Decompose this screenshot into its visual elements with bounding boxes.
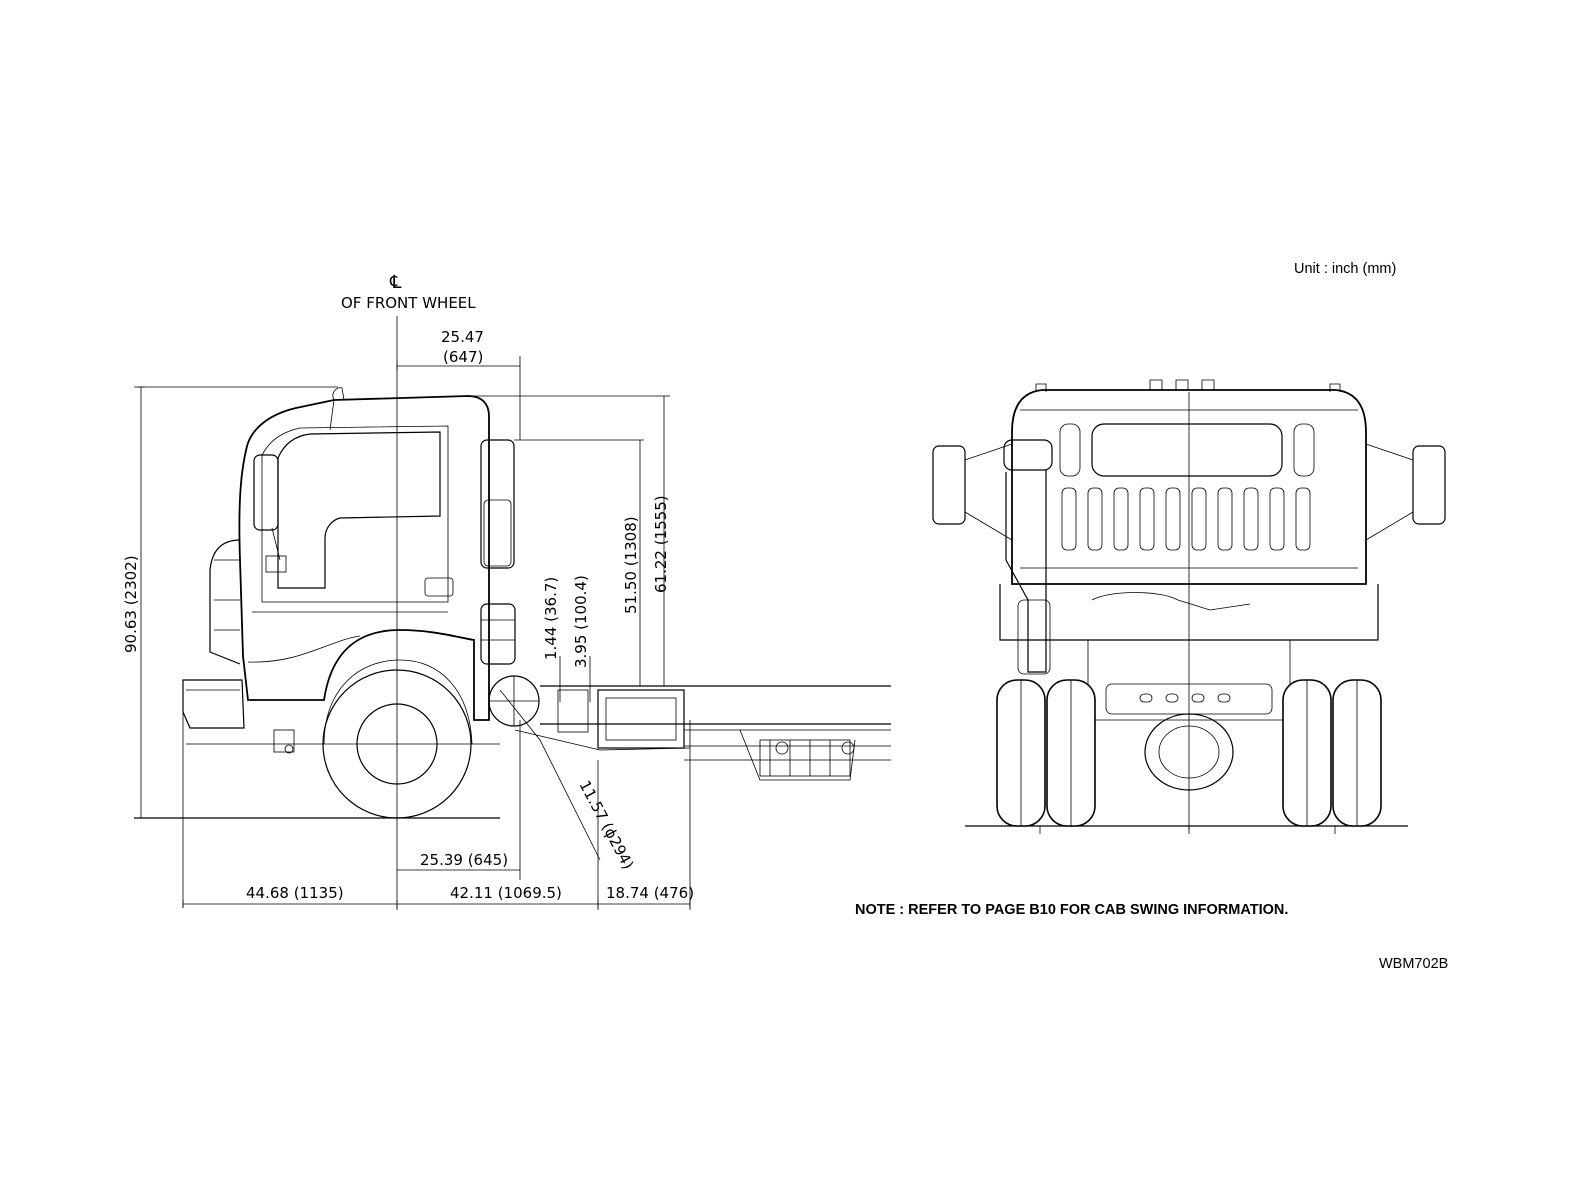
back-of-cab: 25.39 (645) xyxy=(420,851,508,869)
rear-view xyxy=(933,380,1445,834)
top-offset-mm: (647) xyxy=(443,348,483,366)
cab-height: 61.22 (1555) xyxy=(652,495,670,593)
side-view xyxy=(134,316,891,910)
top-offset-in: 25.47 xyxy=(441,328,484,346)
pipe-diameter: 11.57 (ϕ294) xyxy=(575,777,637,872)
side-dimensions: 25.47 (647) 90.63 (2302) 61.22 (1555) 51… xyxy=(122,272,694,910)
axle-holes xyxy=(1140,694,1230,702)
back-height: 51.50 (1308) xyxy=(622,516,640,614)
to-exhaust: 42.11 (1069.5) xyxy=(450,884,562,902)
centerline-label: OF FRONT WHEEL xyxy=(341,294,476,312)
frame-gap-a: 1.44 (36.7) xyxy=(542,577,560,660)
front-overhang: 44.68 (1135) xyxy=(246,884,344,902)
frame-gap-b: 3.95 (100.4) xyxy=(572,575,590,668)
unit-label: Unit : inch (mm) xyxy=(1294,261,1396,277)
cab-swing-note: NOTE : REFER TO PAGE B10 FOR CAB SWING I… xyxy=(855,902,1288,918)
cab-rear-ribs xyxy=(1062,488,1310,550)
centerline-symbol: ℄ xyxy=(389,272,402,293)
exhaust-length: 18.74 (476) xyxy=(606,884,694,902)
overall-height: 90.63 (2302) xyxy=(122,555,140,653)
driveline-details xyxy=(760,740,854,776)
drawing-code: WBM702B xyxy=(1379,956,1448,972)
